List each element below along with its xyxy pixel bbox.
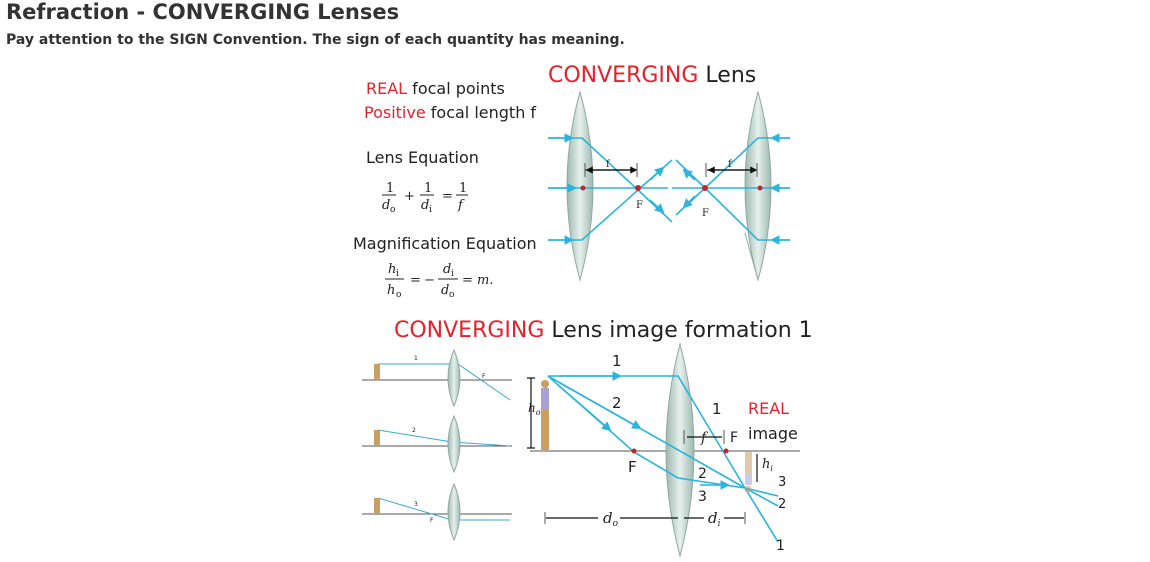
converging-lens-right — [744, 90, 772, 282]
bottom-figure: CONVERGING Lens image formation 1 1 F 2 — [362, 318, 813, 558]
real-label: REAL — [748, 399, 789, 418]
focal-label-left: F — [636, 200, 643, 211]
svg-text:i: i — [451, 269, 454, 279]
svg-text:= m.: = m. — [462, 273, 493, 288]
focal-label-F: F — [628, 458, 637, 476]
svg-text:do: do — [603, 509, 619, 529]
page-subtitle: Pay attention to the SIGN Convention. Th… — [6, 32, 625, 48]
focal-length-dimension-right: f — [705, 159, 758, 177]
svg-text:1: 1 — [414, 355, 418, 362]
rays-right-lens — [672, 133, 790, 245]
object-icon — [374, 498, 380, 514]
svg-text:d: d — [421, 198, 429, 213]
lens-equation-label: Lens Equation — [366, 148, 479, 167]
converging-lens-left — [566, 90, 594, 282]
svg-text:−: − — [424, 273, 435, 288]
svg-text:2: 2 — [412, 427, 416, 434]
ray-label-2-top: 2 — [612, 394, 622, 412]
svg-text:h: h — [388, 262, 396, 277]
top-figure-title: CONVERGING Lens — [548, 63, 756, 88]
svg-text:o: o — [390, 205, 395, 215]
focal-point-bottom-left — [631, 448, 637, 454]
svg-text:f: f — [728, 159, 733, 170]
page-title: Refraction - CONVERGING Lenses — [6, 0, 400, 24]
focal-point-bottom-right — [723, 448, 729, 454]
ray-label-1-top: 1 — [612, 352, 622, 370]
svg-text:+: + — [404, 189, 415, 204]
hi-dimension: hi — [756, 454, 773, 482]
focal-label-right: F — [702, 208, 709, 219]
do-dimension: do — [544, 509, 678, 529]
top-figure: CONVERGING Lens REAL focal points Positi… — [353, 63, 790, 300]
svg-text:F: F — [430, 517, 434, 524]
ho-label: ho — [528, 401, 541, 417]
ray-label-1-out: 1 — [776, 538, 785, 554]
ray-label-2-mid: 2 — [698, 466, 707, 482]
magnification-equation-label: Magnification Equation — [353, 234, 537, 253]
svg-text:di: di — [708, 509, 721, 529]
svg-text:hi: hi — [762, 457, 773, 473]
svg-text:f: f — [606, 159, 611, 170]
object-icon — [374, 364, 380, 380]
svg-text:h: h — [387, 283, 395, 298]
svg-text:o: o — [449, 290, 454, 300]
image-label: image — [748, 424, 798, 443]
di-dimension: di — [684, 509, 746, 529]
ray-label-3-out: 3 — [778, 475, 786, 490]
ray-label-2-out: 2 — [778, 497, 786, 512]
svg-text:f: f — [457, 198, 465, 213]
image-formation-rays — [547, 371, 779, 543]
svg-text:d: d — [382, 198, 390, 213]
svg-text:=: = — [410, 273, 421, 288]
svg-text:f: f — [700, 430, 709, 446]
focal-length-dimension: f F — [683, 430, 738, 446]
converging-lens-large — [665, 342, 695, 558]
svg-text:d: d — [443, 262, 451, 277]
lens-center-right — [757, 185, 763, 191]
svg-text:i: i — [429, 205, 432, 215]
object-figure: ho — [527, 377, 549, 450]
real-image-figure — [744, 451, 752, 493]
focal-length-dimension-left: f — [584, 159, 638, 177]
bottom-figure-title: CONVERGING Lens image formation 1 — [394, 318, 813, 343]
ray-label-1-right: 1 — [712, 400, 722, 418]
svg-text:3: 3 — [414, 501, 418, 508]
focal-point-right — [702, 185, 708, 191]
magnification-equation: h i h o = − d i d o = m. — [385, 262, 493, 300]
lens-center-left — [580, 185, 586, 191]
svg-text:i: i — [396, 269, 399, 279]
svg-text:d: d — [441, 283, 449, 298]
real-focal-points-label: REAL focal points — [366, 79, 505, 98]
svg-text:1: 1 — [386, 181, 394, 196]
svg-text:1: 1 — [424, 181, 432, 196]
svg-text:=: = — [442, 189, 453, 204]
object-icon — [374, 430, 380, 446]
rays-left-lens — [548, 133, 673, 245]
small-panel-2: 2 — [362, 414, 512, 474]
positive-focal-length-label: Positive focal length f — [364, 103, 536, 122]
lens-equation: 1 d o + 1 d i = 1 f — [382, 181, 468, 215]
small-panel-3: 3 F — [362, 482, 512, 542]
svg-text:F: F — [482, 373, 486, 380]
ray-label-3-mid: 3 — [698, 489, 707, 505]
svg-text:1: 1 — [459, 181, 467, 196]
svg-text:F: F — [730, 430, 738, 446]
focal-point-left — [635, 185, 641, 191]
small-panel-1: 1 F — [362, 348, 512, 408]
svg-text:o: o — [396, 290, 401, 300]
